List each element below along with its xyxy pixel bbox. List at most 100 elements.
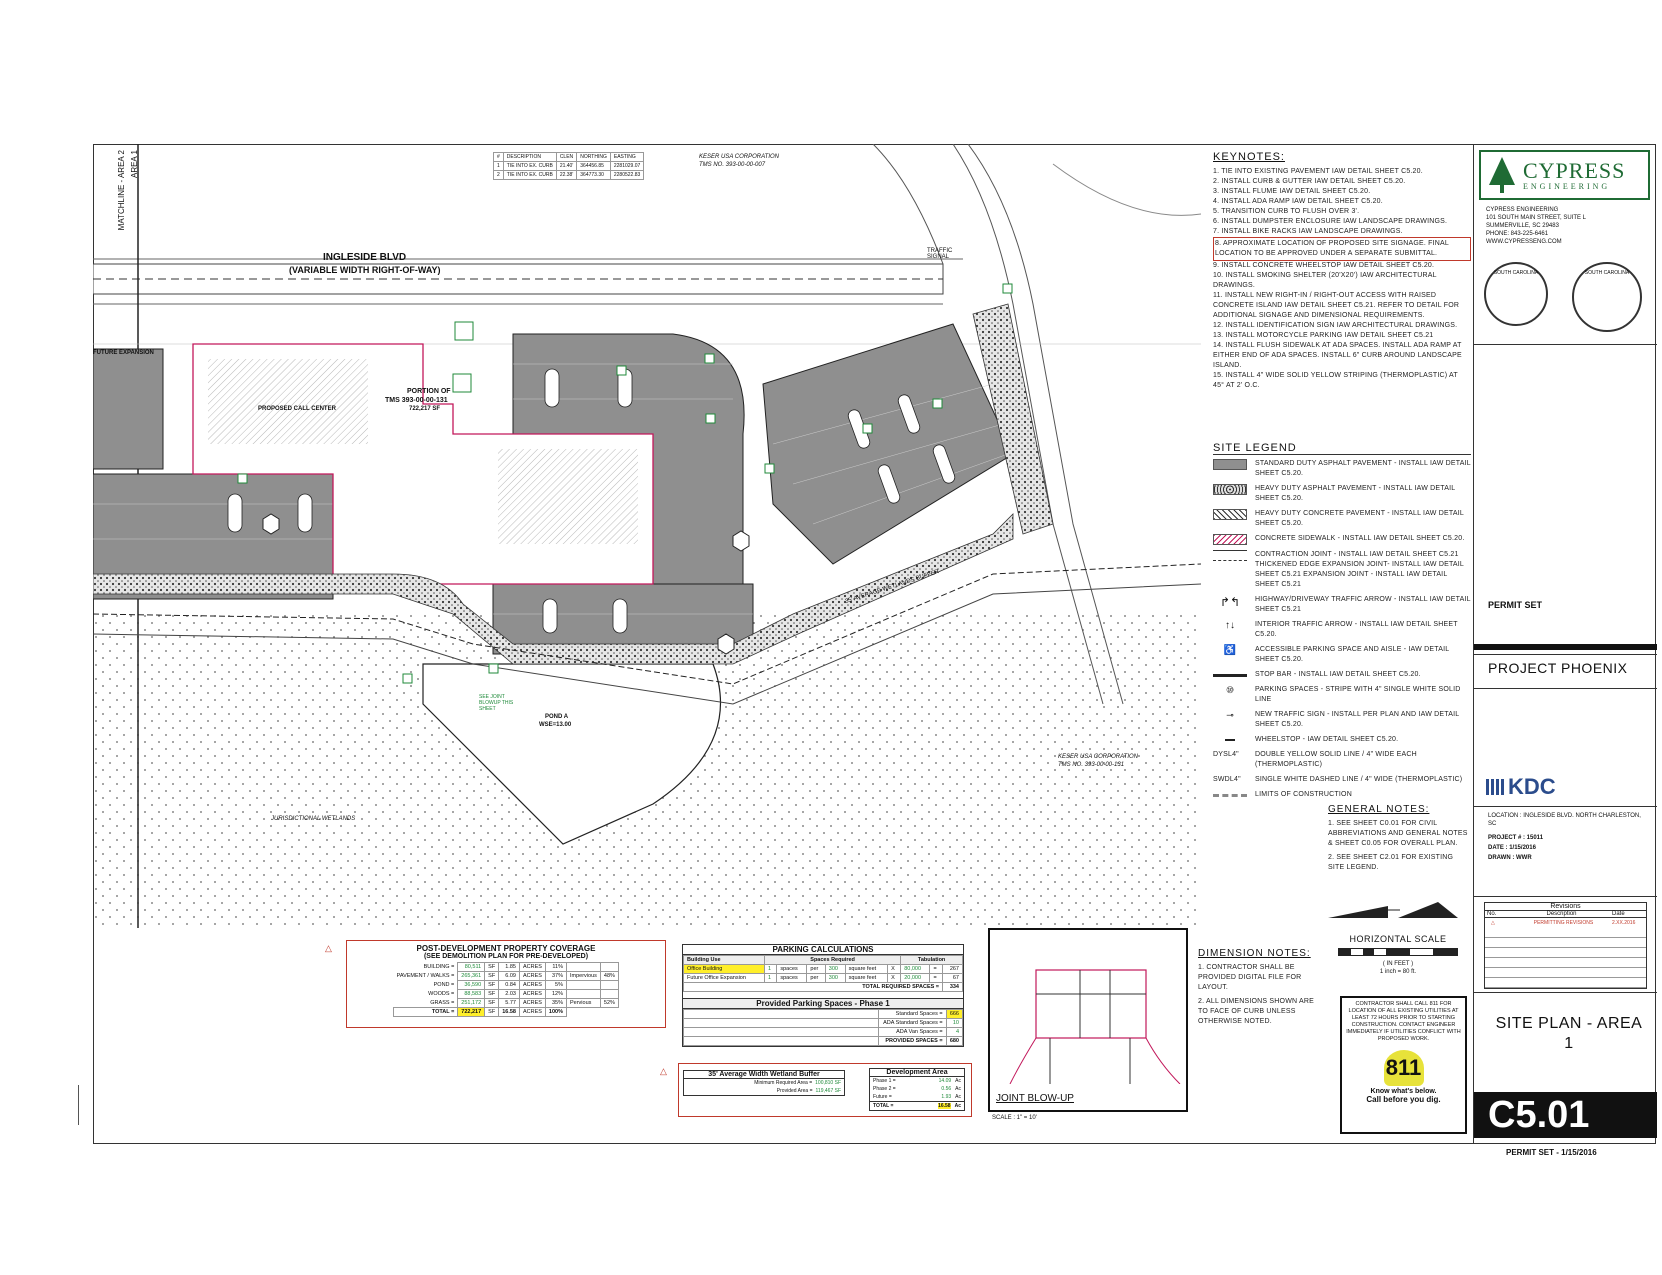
wheelstop-icon [1213, 735, 1247, 745]
legend-item: ♿ ACCESSIBLE PARKING SPACE AND AISLE - I… [1213, 645, 1471, 665]
provided-title: Provided Parking Spaces - Phase 1 [683, 998, 963, 1009]
engineer-seal-2: SOUTH CAROLINA [1572, 262, 1642, 332]
project-date: DATE : 1/15/2016 [1488, 845, 1536, 851]
legend-text: HEAVY DUTY CONCRETE PAVEMENT - INSTALL I… [1255, 510, 1464, 527]
arrow-icon: ↱↰ [1219, 595, 1241, 609]
keynote-item: 4. INSTALL ADA RAMP IAW DETAIL SHEET C5.… [1213, 198, 1383, 205]
legend-item: ⑩ PARKING SPACES - STRIPE WITH 4" SINGLE… [1213, 685, 1471, 705]
curve-table: # DESCRIPTION CLEN NORTHING EASTING 1 TI… [493, 152, 645, 180]
cov-total-label: TOTAL = [393, 1007, 459, 1017]
see-blowup-note: SEE JOINT BLOWUP THIS SHEET [479, 694, 514, 712]
cov-u: SF [484, 989, 500, 999]
legend-text: STANDARD DUTY ASPHALT PAVEMENT - INSTALL… [1255, 460, 1471, 477]
keynote-item: 13. INSTALL MOTORCYCLE PARKING IAW DETAI… [1213, 332, 1434, 339]
legend-item: STOP BAR - INSTALL IAW DETAIL SHEET C5.2… [1213, 670, 1471, 680]
limits-icon [1213, 794, 1247, 800]
swatch-joint [1213, 550, 1247, 561]
firm-address: CYPRESS ENGINEERING 101 SOUTH MAIN STREE… [1486, 206, 1586, 246]
owner-top-tms: TMS NO. 393-00-00-007 [699, 162, 766, 168]
firm-line: WWW.CYPRESSENG.COM [1486, 239, 1562, 245]
coverage-row: GRASS = 251,172 SF 5.77 ACRES 35% Pervio… [394, 998, 619, 1008]
buffer-value: 119,467 SF [815, 1088, 841, 1094]
keynote-item: 3. INSTALL FLUME IAW DETAIL SHEET C5.20. [1213, 188, 1371, 195]
title-block: CYPRESS ENGINEERING CYPRESS ENGINEERING … [1473, 144, 1657, 1144]
cov-label: WOODS = [428, 991, 455, 997]
accessible-icon: ♿ [1223, 645, 1237, 656]
provided-value: 666 [945, 1009, 964, 1019]
rev-header-date: Date [1612, 911, 1625, 917]
seal-2-text: SOUTH CAROLINA [1584, 270, 1630, 276]
site-plan-svg [93, 144, 1201, 928]
cov-total-ac: 16.58 [498, 1007, 520, 1017]
keynote-item: 6. INSTALL DUMPSTER ENCLOSURE IAW LANDSC… [1213, 218, 1448, 225]
parking-area: 80,000 [900, 964, 931, 974]
expansion-label: FUTURE EXPANSION [93, 350, 154, 356]
buffer-area-box: 35' Average Width Wetland Buffer Minimum… [678, 1063, 972, 1117]
pond-label: POND A [545, 714, 569, 720]
engineer-seal-1: SOUTH CAROLINA [1484, 262, 1548, 326]
legend-item: ⊸ NEW TRAFFIC SIGN - INSTALL PER PLAN AN… [1213, 710, 1471, 730]
area-label: AREA 1 [130, 150, 139, 179]
buffer-row: Provided Area = 119,467 SF [684, 1087, 844, 1095]
provided-total-label: PROVIDED SPACES = [878, 1036, 947, 1046]
cov-acu: ACRES [518, 962, 546, 972]
curve-cell: 21.40' [555, 161, 578, 171]
keynote-item: 14. INSTALL FLUSH SIDEWALK AT ADA SPACES… [1213, 342, 1462, 369]
parking-total-value: 334 [942, 982, 963, 992]
provided-total-value: 680 [945, 1036, 964, 1046]
curve-h2: CLEN [555, 152, 578, 162]
dimension-notes-title: DIMENSION NOTES: [1198, 948, 1311, 959]
legend-text: ACCESSIBLE PARKING SPACE AND AISLE - IAW… [1255, 646, 1450, 663]
parking-row: Future Office Expansion 1 spaces per 300… [683, 973, 963, 983]
joint-blowup-svg [1009, 969, 1181, 1084]
legend-item: HEAVY DUTY ASPHALT PAVEMENT - INSTALL IA… [1213, 484, 1471, 504]
cov-sf: 265,361 [457, 971, 486, 981]
parking-use: Future Office Expansion [683, 973, 765, 983]
parking-ratio: 300 [824, 973, 846, 983]
cov-u: SF [484, 962, 500, 972]
parking-calculations: PARKING CALCULATIONS Building Use Spaces… [682, 944, 964, 1047]
parking-unit: square feet [844, 973, 889, 983]
cov-grp: Impervious [566, 971, 601, 981]
scale-ratio: 1 inch = 80 ft. [1379, 969, 1417, 975]
revisions-header: No. Description Date [1485, 911, 1646, 918]
rev-triangle-icon: △ [1491, 920, 1495, 926]
dev-unit: Ac [955, 1094, 961, 1100]
parking-per: per [806, 964, 826, 974]
legend-item: HEAVY DUTY CONCRETE PAVEMENT - INSTALL I… [1213, 509, 1471, 529]
cov-total-acu: ACRES [518, 1007, 546, 1017]
scale-bar [1338, 948, 1458, 956]
legend-item: ↑↓ INTERIOR TRAFFIC ARROW - INSTALL IAW … [1213, 620, 1471, 640]
curve-h3: NORTHING [576, 152, 611, 162]
joint-blowup-title: JOINT BLOW-UP [996, 1093, 1074, 1104]
coverage-total-row: TOTAL = 722,217 SF 16.58 ACRES 100% [393, 1007, 619, 1017]
site-plan-drawing: MATCHLINE - AREA 2 AREA 1 INGLESIDE BLVD… [93, 144, 1201, 928]
portion-tms: TMS 393-00-00-131 [385, 397, 448, 404]
parking-n: 1 [763, 964, 778, 974]
swatch-std-asphalt [1213, 459, 1247, 470]
provided-label: Standard Spaces = [878, 1009, 947, 1019]
legend-item: CONTRACTION JOINT - INSTALL IAW DETAIL S… [1213, 550, 1471, 590]
cov-pct: 37% [544, 971, 568, 981]
cov-u: SF [484, 971, 500, 981]
parking-row: Office Building 1 spaces per 300 square … [683, 964, 963, 974]
coverage-row: BUILDING = 80,511 SF 1.85 ACRES 11% [394, 962, 619, 972]
cov-acu: ACRES [518, 989, 546, 999]
dev-label: Future = [873, 1094, 892, 1100]
parking-unit: square feet [844, 964, 889, 974]
legend-text: INTERIOR TRAFFIC ARROW - INSTALL IAW DET… [1255, 621, 1458, 638]
parking-eq: = [929, 973, 944, 983]
parking-per: per [806, 973, 826, 983]
cov-ac: 2.03 [498, 989, 520, 999]
keynote-item: 1. TIE INTO EXISTING PAVEMENT IAW DETAIL… [1213, 168, 1423, 175]
cov-u: SF [484, 980, 500, 990]
legend-text: CONCRETE SIDEWALK - INSTALL IAW DETAIL S… [1255, 535, 1465, 542]
dev-value: 1.93 [941, 1094, 952, 1100]
keynote-item: 2. INSTALL CURB & GUTTER IAW DETAIL SHEE… [1213, 178, 1406, 185]
interior-arrow-icon: ↑↓ [1225, 620, 1235, 631]
legend-symbol-text: SWDL4" [1213, 776, 1241, 783]
cov-label: BUILDING = [423, 964, 455, 970]
cov-total-pct: 100% [544, 1007, 568, 1017]
legend-item: LIMITS OF CONSTRUCTION [1213, 790, 1471, 800]
legend-item: DYSL4" DOUBLE YELLOW SOLID LINE / 4" WID… [1213, 750, 1471, 770]
